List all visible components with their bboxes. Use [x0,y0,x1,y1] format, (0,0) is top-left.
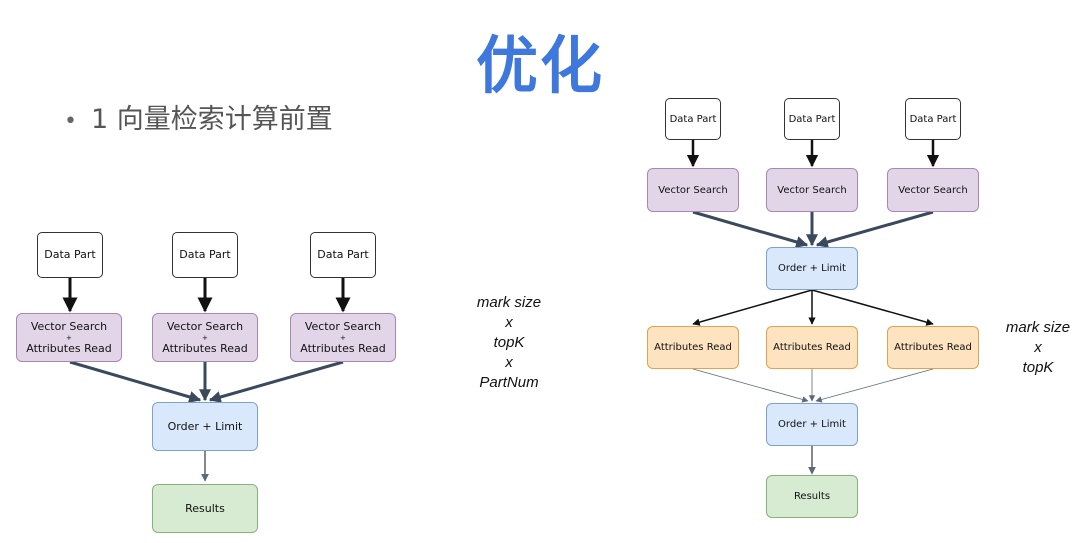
right-attributes-read-1: Attributes Read [647,326,739,369]
left-data-part-3: Data Part [310,232,376,278]
left-connectors [62,278,351,482]
right-cost-note: mark size x topK [1005,319,1071,376]
right-order-limit-1: Order + Limit [766,247,858,290]
left-results: Results [152,484,258,533]
bullet-text: 1 向量检索计算前置 [90,104,333,135]
bullet-point: • 1 向量检索计算前置 [64,100,333,142]
right-attributes-read-2: Attributes Read [766,326,858,369]
right-data-part-2: Data Part [784,98,840,140]
right-data-part-1: Data Part [665,98,721,140]
left-vector-search-1: Vector Search+Attributes Read [16,313,122,362]
right-results: Results [766,475,858,518]
left-cost-note: mark size x topK x PartNum [476,294,542,391]
slide-title: 优化 [475,29,604,102]
right-connectors [686,140,940,475]
right-vector-search-3: Vector Search [887,168,979,212]
right-vector-search-2: Vector Search [766,168,858,212]
left-vector-search-3: Vector Search+Attributes Read [290,313,396,362]
left-data-part-1: Data Part [37,232,103,278]
left-order-limit: Order + Limit [152,402,258,451]
right-vector-search-1: Vector Search [647,168,739,212]
left-data-part-2: Data Part [172,232,238,278]
right-attributes-read-3: Attributes Read [887,326,979,369]
bullet-dot-icon: • [64,109,77,134]
right-data-part-3: Data Part [905,98,961,140]
left-vector-search-2: Vector Search+Attributes Read [152,313,258,362]
right-order-limit-2: Order + Limit [766,403,858,446]
